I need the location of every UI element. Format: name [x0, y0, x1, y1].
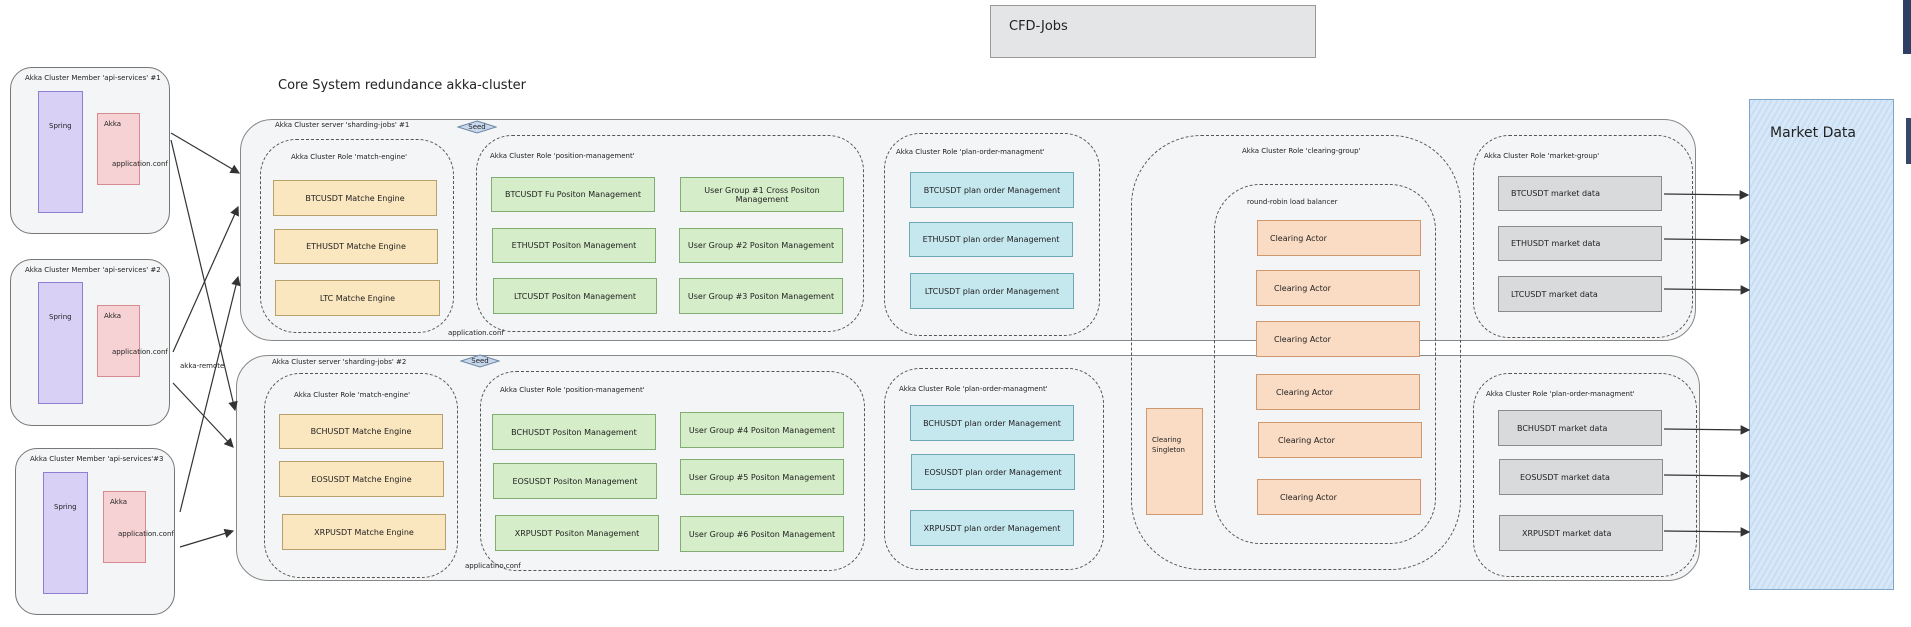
- match-engine-box: XRPUSDT Matche Engine: [282, 514, 446, 550]
- clearing-singleton-label: Clearing Singleton: [1152, 436, 1185, 454]
- seed-badge: Seed: [457, 120, 497, 134]
- market-data-box: XRPUSDT market data: [1499, 515, 1663, 551]
- akka-box: Akka application.conf: [103, 491, 174, 563]
- clearing-actor: Clearing Actor: [1257, 479, 1421, 515]
- role-label: Akka Cluster Role 'match-engine': [294, 391, 411, 399]
- member-label: Akka Cluster Member 'api-services'#3: [30, 455, 164, 463]
- market-data-box: LTCUSDT market data: [1498, 276, 1662, 312]
- member-label: Akka Cluster Member 'api-services' #1: [25, 74, 161, 82]
- user-group-box: User Group #3 Positon Management: [679, 278, 843, 314]
- spring-box: Spring: [43, 472, 88, 594]
- cfd-jobs-label: CFD-Jobs: [1009, 19, 1068, 34]
- role-clearing-group: [1131, 135, 1461, 570]
- conf-label: application.conf: [448, 329, 504, 337]
- clearing-actor: Clearing Actor: [1256, 270, 1420, 306]
- api-member-2: Akka Cluster Member 'api-services' #2 Sp…: [10, 259, 170, 426]
- plan-order-box: LTCUSDT plan order Management: [910, 273, 1074, 309]
- edge-bar: [1903, 0, 1911, 54]
- member-label: Akka Cluster Member 'api-services' #2: [25, 266, 161, 274]
- position-box: XRPUSDT Positon Management: [495, 515, 659, 551]
- spring-label: Spring: [49, 313, 72, 321]
- spring-box: Spring: [38, 282, 83, 404]
- api-member-1: Akka Cluster Member 'api-services' #1 Sp…: [10, 67, 170, 234]
- user-group-box: User Group #2 Positon Management: [679, 228, 843, 263]
- plan-order-box: ETHUSDT plan order Management: [909, 222, 1073, 257]
- role-plan-order: [884, 133, 1100, 336]
- user-group-box: User Group #4 Positon Management: [680, 412, 844, 448]
- market-data-title: Market Data: [1770, 125, 1857, 141]
- spring-label: Spring: [54, 503, 77, 511]
- role-position-management: [480, 371, 865, 571]
- cfd-jobs-box: CFD-Jobs: [990, 5, 1316, 58]
- user-group-box: User Group #6 Positon Management: [680, 516, 844, 552]
- role-plan-order: [884, 368, 1104, 570]
- akka-box: Akka application.conf: [97, 113, 168, 185]
- role-market-group: [1473, 135, 1693, 338]
- role-position-management: [476, 135, 864, 332]
- clearing-actor: Clearing Actor: [1258, 422, 1422, 458]
- position-box: ETHUSDT Positon Management: [492, 228, 656, 263]
- position-box: BCHUSDT Positon Management: [492, 414, 656, 450]
- edge-tick: [1906, 118, 1911, 164]
- cluster-label: Akka Cluster server 'sharding-jobs' #2: [272, 358, 407, 366]
- seed-label: Seed: [471, 357, 489, 365]
- market-data-box: EOSUSDT market data: [1499, 459, 1663, 495]
- plan-order-box: BCHUSDT plan order Management: [910, 405, 1074, 441]
- role-match-engine: [260, 139, 454, 333]
- lb-label: round-robin load balancer: [1247, 198, 1338, 206]
- plan-order-box: BTCUSDT plan order Management: [910, 172, 1074, 208]
- cluster-label: Akka Cluster server 'sharding-jobs' #1: [275, 121, 410, 129]
- spring-box: Spring: [38, 91, 83, 213]
- api-member-3: Akka Cluster Member 'api-services'#3 Spr…: [15, 448, 175, 615]
- seed-badge: Seed: [460, 354, 500, 368]
- plan-order-box: XRPUSDT plan order Management: [910, 510, 1074, 546]
- role-match-engine: [264, 373, 458, 578]
- clearing-actor: Clearing Actor: [1256, 321, 1420, 357]
- conf-label: application.conf: [112, 348, 168, 356]
- user-group-box: User Group #5 Positon Management: [680, 459, 844, 495]
- clearing-singleton: Clearing Singleton: [1146, 408, 1203, 515]
- role-label: Akka Cluster Role 'position-management': [490, 152, 635, 160]
- conf-label: application.conf: [112, 160, 168, 168]
- role-label: Akka Cluster Role 'plan-order-managment': [899, 385, 1048, 393]
- market-data-panel: Market Data: [1749, 99, 1894, 590]
- role-label: Akka Cluster Role 'match-engine': [291, 153, 408, 161]
- user-group-box: User Group #1 Cross Positon Management: [680, 177, 844, 212]
- role-label: Akka Cluster Role 'clearing-group': [1242, 147, 1361, 155]
- plan-order-box: EOSUSDT plan order Management: [911, 454, 1075, 490]
- position-box: BTCUSDT Fu Positon Management: [491, 177, 655, 212]
- diagram-title: Core System redundance akka-cluster: [278, 78, 527, 93]
- match-engine-box: BCHUSDT Matche Engine: [279, 414, 443, 449]
- role-label: Akka Cluster Role 'plan-order-managment': [896, 148, 1045, 156]
- akka-label: Akka: [104, 120, 122, 128]
- position-box: EOSUSDT Positon Management: [493, 463, 657, 499]
- spring-label: Spring: [49, 122, 72, 130]
- clearing-actor: Clearing Actor: [1256, 374, 1420, 410]
- match-engine-box: LTC Matche Engine: [275, 280, 440, 316]
- akka-box: Akka application.conf: [97, 305, 168, 377]
- role-label: Akka Cluster Role 'market-group': [1484, 152, 1600, 160]
- match-engine-box: BTCUSDT Matche Engine: [273, 180, 437, 216]
- round-robin-lb: [1214, 184, 1436, 544]
- market-data-box: BTCUSDT market data: [1498, 176, 1662, 211]
- market-data-box: ETHUSDT market data: [1498, 226, 1662, 261]
- role-label: Akka Cluster Role 'plan-order-managment': [1486, 390, 1635, 398]
- market-data-box: BCHUSDT market data: [1498, 410, 1662, 446]
- seed-label: Seed: [468, 123, 486, 131]
- position-box: LTCUSDT Positon Management: [493, 278, 657, 314]
- akka-remote-label: akka-remote: [180, 362, 225, 370]
- conf-label: application.conf: [118, 530, 174, 538]
- akka-label: Akka: [104, 312, 122, 320]
- akka-label: Akka: [110, 498, 128, 506]
- match-engine-box: EOSUSDT Matche Engine: [279, 461, 444, 497]
- clearing-actor: Clearing Actor: [1257, 220, 1421, 256]
- role-label: Akka Cluster Role 'position-management': [500, 386, 645, 394]
- match-engine-box: ETHUSDT Matche Engine: [274, 229, 438, 264]
- conf-label: applicatino.conf: [465, 562, 521, 570]
